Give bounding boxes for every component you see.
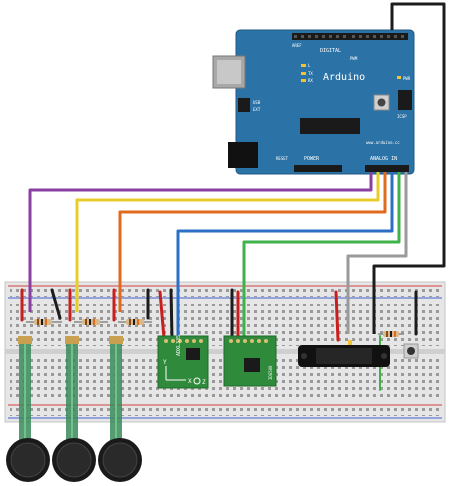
digital-label: DIGITAL (320, 48, 341, 54)
gyro-module: IDG500 (223, 335, 277, 387)
accel-y-label: Y (163, 359, 167, 366)
power-select-jumper (238, 98, 250, 112)
accelerometer-module: ADXL335 X Y Z (157, 335, 209, 389)
resistor-3 (118, 319, 152, 325)
wire-yellow (75, 172, 380, 312)
accelerometer-label: ADXL335 (176, 335, 182, 356)
pwm-label: PWM (350, 56, 358, 61)
arduino-website: www.arduino.cc (366, 140, 400, 145)
mcu-chip (300, 118, 360, 134)
aref-label: AREF (292, 43, 302, 48)
red-jumper-4 (158, 290, 166, 340)
red-jumper-6 (334, 290, 340, 342)
force-sensor-2 (52, 336, 96, 482)
wire-blue (176, 172, 394, 338)
led-rx (301, 79, 306, 82)
power-label: POWER (304, 156, 320, 162)
signal-wires (28, 2, 446, 338)
led-tx (301, 72, 306, 75)
force-sensor-3 (98, 336, 142, 482)
wire-black-ground (372, 2, 446, 334)
analog-label: ANALOG IN (370, 156, 397, 162)
icsp-header (398, 90, 412, 110)
resistor-2 (74, 319, 108, 325)
resistor-4 (378, 331, 404, 337)
distance-sensor (298, 340, 390, 367)
push-button[interactable] (403, 343, 419, 359)
digital-header (292, 33, 408, 40)
arduino-board: DIGITAL AREF PWM Arduino L TX RX PWR ICS… (212, 29, 415, 175)
arduino-brand: Arduino (323, 72, 365, 83)
gyro-label: IDG500 (268, 365, 273, 380)
power-jack (228, 142, 258, 168)
wire-gray (346, 172, 408, 334)
led-l (301, 64, 306, 67)
force-sensor-1 (6, 336, 50, 482)
reset-label: RESET (276, 156, 289, 161)
hole-rail-bottom (10, 407, 440, 416)
accel-z-label: Z (202, 379, 206, 386)
ext-label: EXT (253, 107, 261, 112)
digital-header-pins (294, 35, 404, 38)
power-header (294, 165, 342, 172)
black-jumper-3 (169, 288, 174, 340)
wire-orange (118, 172, 387, 312)
accel-x-label: X (188, 378, 192, 385)
icsp-label: ICSP (397, 114, 407, 119)
resistor-1 (26, 319, 62, 325)
led-tx-label: TX (308, 71, 313, 76)
wire-purple (28, 172, 373, 312)
wire-green (242, 172, 401, 338)
analog-header (365, 165, 409, 172)
led-pwr-label: PWR (403, 76, 411, 81)
led-pwr (397, 76, 401, 79)
force-sensors (6, 336, 142, 482)
hole-rail-top (10, 288, 440, 297)
arduino-pcb (235, 29, 415, 175)
led-l-label: L (308, 63, 311, 68)
resistors (26, 319, 404, 337)
push-button-cap[interactable] (407, 347, 415, 355)
usb-label: USB (253, 100, 261, 105)
led-rx-label: RX (308, 78, 313, 83)
black-jumper-1 (50, 288, 62, 320)
